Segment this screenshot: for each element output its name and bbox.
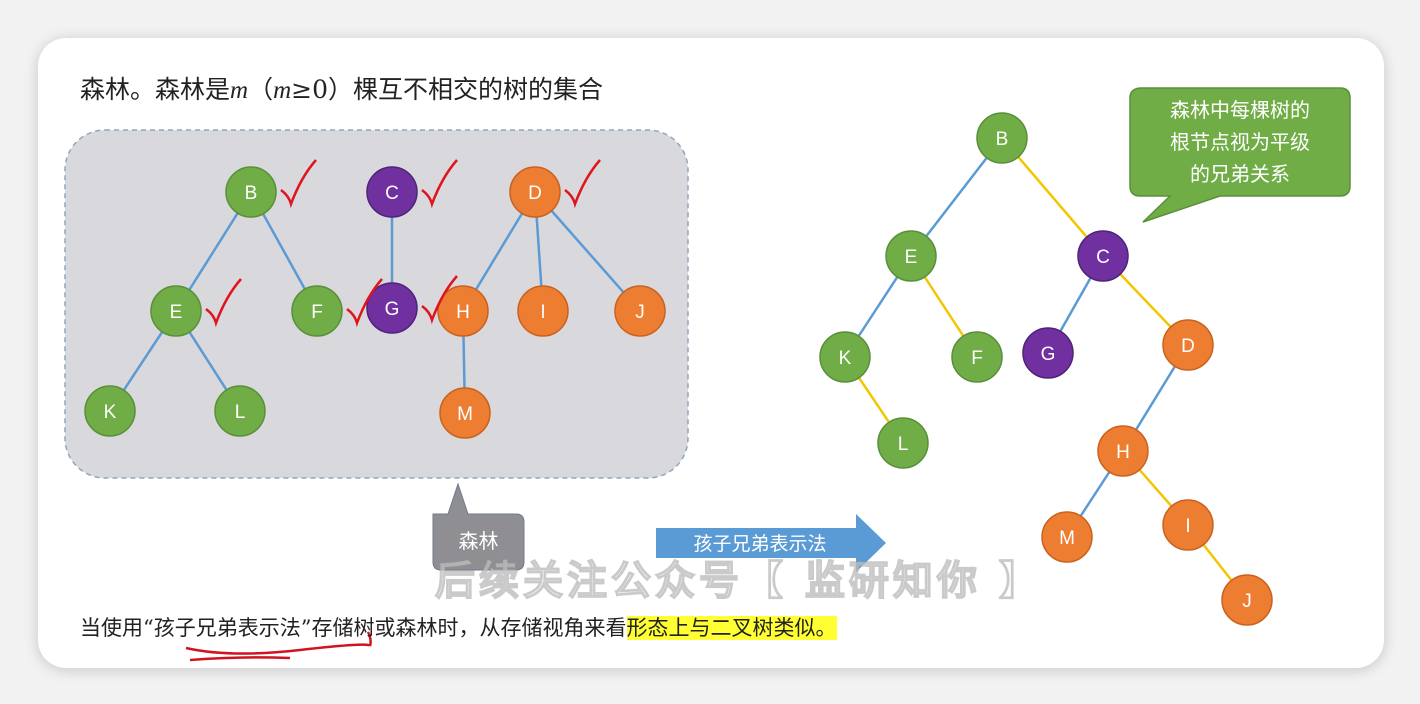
bt-node-label: K bbox=[839, 348, 852, 369]
forest-node-K bbox=[84, 385, 136, 437]
bt-node-B bbox=[976, 112, 1028, 164]
bt-node-K bbox=[819, 331, 871, 383]
speech-bubble bbox=[1129, 87, 1351, 223]
arrow-label: 孩子兄弟表示法 bbox=[693, 533, 827, 555]
bt-edge-sibling bbox=[1001, 137, 1104, 257]
bt-node-label: H bbox=[1116, 442, 1130, 463]
forest-node-label: I bbox=[540, 302, 545, 323]
forest-node-label: G bbox=[385, 299, 400, 320]
title-cond: ≥0 bbox=[291, 75, 329, 104]
bt-node-I bbox=[1162, 499, 1214, 551]
forest-node-C bbox=[366, 166, 418, 218]
forest-node-label: H bbox=[456, 302, 470, 323]
bt-node-label: G bbox=[1041, 344, 1056, 365]
bt-node-M bbox=[1041, 511, 1093, 563]
bottom-statement: 当使用“孩子兄弟表示法”存储树或森林时，从存储视角来看形态上与二叉树类似。 bbox=[80, 612, 837, 642]
bt-node-label: B bbox=[996, 129, 1009, 150]
forest-node-G bbox=[366, 282, 418, 334]
bt-node-label: J bbox=[1242, 591, 1252, 612]
bt-node-E bbox=[885, 230, 937, 282]
forest-node-label: F bbox=[311, 302, 323, 323]
right-arrow-icon bbox=[656, 514, 886, 572]
forest-node-I bbox=[517, 285, 569, 337]
bottom-text: 当使用“ bbox=[80, 616, 154, 640]
bt-node-label: M bbox=[1059, 528, 1075, 549]
bt-node-D bbox=[1162, 319, 1214, 371]
forest-node-label: J bbox=[635, 302, 645, 323]
check-mark-icon bbox=[346, 278, 383, 328]
bt-node-C bbox=[1077, 230, 1129, 282]
callout-text: 森林中每棵树的 根节点视为平级 的兄弟关系 bbox=[1134, 94, 1346, 190]
forest-label: 森林 bbox=[458, 529, 499, 553]
forest-node-label: M bbox=[457, 404, 473, 425]
slide-title: 森林。森林是m（m≥0）棵互不相交的树的集合 bbox=[80, 70, 603, 106]
forest-callout bbox=[432, 482, 525, 571]
forest-node-B bbox=[225, 166, 277, 218]
check-mark-icon bbox=[205, 278, 242, 328]
forest-node-H bbox=[437, 285, 489, 337]
title-paren: ） bbox=[328, 75, 354, 104]
bottom-text: ”存储树或森林时，从存储视角来看 bbox=[300, 616, 627, 640]
check-mark-icon bbox=[421, 159, 458, 209]
check-mark-icon bbox=[421, 275, 458, 325]
forest-node-J bbox=[614, 285, 666, 337]
watermark: 后续关注公众号【 监研知你 】 bbox=[434, 557, 1043, 605]
forest-node-label: C bbox=[385, 183, 399, 204]
callout-line: 根节点视为平级 bbox=[1170, 130, 1310, 154]
title-var: m bbox=[273, 77, 292, 104]
title-paren: （ bbox=[248, 75, 274, 104]
callout-line: 森林中每棵树的 bbox=[1170, 98, 1310, 122]
underline-mark-2 bbox=[189, 656, 291, 662]
title-text: 棵互不相交的树的集合 bbox=[353, 75, 604, 104]
check-mark-icon bbox=[280, 159, 317, 209]
forest-diagram: B C D E F G H I J K L M bbox=[84, 159, 666, 439]
bt-node-label: D bbox=[1181, 336, 1195, 357]
forest-edge-DJ bbox=[534, 191, 641, 312]
bt-node-label: C bbox=[1096, 247, 1110, 268]
check-mark-icon bbox=[564, 159, 601, 209]
bt-node-G bbox=[1022, 327, 1074, 379]
bt-node-L bbox=[877, 417, 929, 469]
bt-node-label: F bbox=[971, 348, 983, 369]
title-var: m bbox=[230, 77, 249, 104]
forest-node-label: D bbox=[528, 183, 542, 204]
bottom-underlined: 孩子兄弟表示法 bbox=[153, 616, 301, 640]
binary-tree-diagram: B E C K F G D L H M I J bbox=[819, 112, 1273, 626]
forest-node-label: K bbox=[104, 402, 117, 423]
forest-node-label: E bbox=[170, 302, 183, 323]
bt-node-F bbox=[951, 331, 1003, 383]
bt-node-label: L bbox=[898, 434, 909, 455]
forest-node-E bbox=[150, 285, 202, 337]
forest-node-M bbox=[439, 387, 491, 439]
forest-node-L bbox=[214, 385, 266, 437]
bt-node-J bbox=[1221, 574, 1273, 626]
bt-node-H bbox=[1097, 425, 1149, 477]
bt-node-label: I bbox=[1185, 516, 1190, 537]
title-text: 森林。森林是 bbox=[80, 75, 231, 104]
forest-node-D bbox=[509, 166, 561, 218]
bt-node-label: E bbox=[905, 247, 918, 268]
callout-line: 的兄弟关系 bbox=[1190, 162, 1290, 186]
underline-mark bbox=[185, 631, 372, 655]
forest-node-label: L bbox=[235, 402, 246, 423]
forest-node-label: B bbox=[245, 183, 258, 204]
bottom-highlight: 形态上与二叉树类似。 bbox=[626, 616, 837, 640]
forest-node-F bbox=[291, 285, 343, 337]
